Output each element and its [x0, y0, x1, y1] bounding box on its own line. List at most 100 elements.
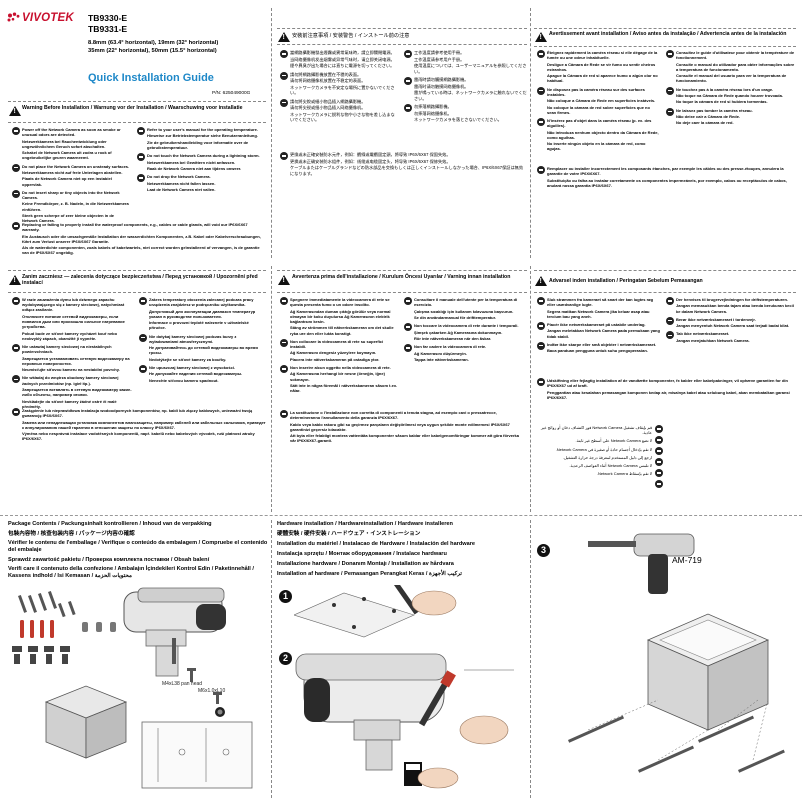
package-line-2: Vérifier le contenu de l'emballage / Ver…: [8, 540, 268, 553]
warning-icon-cjk: [278, 32, 290, 42]
warning-list-cjk-left: 當網路攝影機發出煙霧或異常氣味時，請立即關閉電源。当网络摄像机发出烟雾或异常气味…: [280, 50, 398, 126]
no-unsteady-icon: [12, 344, 20, 352]
lightning-icon: [137, 153, 145, 162]
no-smoke-icon: [12, 127, 20, 135]
step-3-badge: 3: [537, 544, 550, 557]
junction-box-illustration: [44, 685, 128, 759]
screw-set-icon: [18, 590, 76, 618]
vivotek-logo: VIVOTEK: [6, 12, 84, 26]
brand-name: VIVOTEK: [22, 12, 74, 24]
hardware-line-3: Instalacja sprzętu / Монтаж оборудования…: [277, 551, 447, 557]
no-drop-icon: [666, 107, 674, 116]
warning-list-pl-left: W razie zauważenia dymu lub dziwnego zap…: [12, 297, 132, 412]
waterproof-icon: [280, 410, 288, 418]
step-2-badge: 2: [279, 652, 292, 665]
warning-icon-it: [278, 275, 290, 285]
waterproof-icon: [12, 408, 20, 416]
package-line-4: Verifi care il contenuto della confezion…: [8, 566, 254, 579]
warning-title-it: Avvertenza prima dell'installazione / Ku…: [292, 274, 511, 280]
warning-title-da: Advarsel inden installation / Peringatan…: [549, 278, 703, 284]
no-smoke-icon: [537, 50, 545, 58]
drill-template-icon: [82, 622, 116, 632]
hardware-title: Hardware installation / Hardwareinstalla…: [277, 521, 453, 527]
warning-list-en-left: Power off the Network Camera as soon as …: [12, 127, 130, 226]
no-insert-icon: [12, 375, 20, 384]
waterproof-icon: [280, 152, 288, 160]
thermometer-icon: [137, 127, 145, 135]
package-line-3: Sprawdź zawartość pakietu / Проверка ком…: [8, 557, 210, 563]
drill-icon: [588, 533, 695, 594]
warning-icon-pl: [9, 275, 21, 285]
no-smoke-icon: [655, 425, 663, 433]
lightning-icon: [404, 323, 412, 332]
step-1-illustration: [294, 585, 457, 638]
no-insert-icon: [537, 341, 545, 350]
no-drop-icon: [655, 480, 663, 488]
no-insert-icon: [12, 189, 20, 198]
warranty-note-da: Udskiftning eller fejlagtig installation…: [537, 378, 795, 403]
warranty-note-cjk: 更換或未正確安裝防水元件，例如：纜線或電纜固定頭，將導致 IP6X/6X67 保…: [280, 152, 526, 179]
waterproof-cap-icon: [215, 707, 225, 717]
no-drop-icon: [666, 331, 674, 340]
no-unsteady-icon: [537, 86, 545, 95]
warning-list-fr-right: Consultez le guide d'utilisateur pour ob…: [666, 50, 796, 129]
bracket-label: AM-719: [672, 555, 702, 565]
lightning-icon: [404, 77, 412, 85]
warranty-note-it: La sostituzione o l'installazione non co…: [280, 410, 526, 447]
thermometer-icon: [666, 297, 674, 305]
thermometer-icon: [404, 50, 412, 58]
warning-icon-da: [535, 276, 547, 286]
step-3-illustration: [568, 533, 785, 773]
warning-list-en-right: Refer to your user's manual for the oper…: [137, 127, 265, 195]
small-screw-icon: [187, 668, 222, 704]
wall-plug-icon: [20, 620, 54, 638]
lightning-icon: [139, 333, 147, 342]
warning-list-da-right: Der henvises til brugervejledningen for …: [666, 297, 796, 346]
hardware-line-5: Installation af hardware / Pemasangan Pe…: [277, 571, 462, 577]
waterproof-icon: [537, 378, 545, 386]
warning-list-da-left: Sluk strømmen fra kameraet så snart der …: [537, 297, 660, 356]
no-insert-icon: [280, 364, 288, 373]
no-smoke-icon: [537, 297, 545, 305]
step-1-badge: 1: [279, 590, 292, 603]
warning-title-cjk: 安裝前注意事項 / 安装警告 / インストール前の注意: [292, 33, 410, 39]
warning-list-fr-left: Éteignez rapidement la caméra réseau si …: [537, 50, 660, 155]
warning-list-it-left: Spegnere immediatamente la videocamera d…: [280, 297, 398, 396]
no-drop-icon: [137, 174, 145, 183]
no-smoke-icon: [280, 297, 288, 305]
package-line-1: 包裝內容物 / 核查包装内容 / パッケージ内容の確認: [8, 531, 135, 537]
no-unsteady-icon: [280, 71, 288, 80]
warning-list-it-right: Consultare il manuale dell'utente per la…: [404, 297, 526, 365]
no-insert-icon: [655, 447, 663, 455]
package-contents-illustration: M4xL38 pan head M6x1.0xL10: [12, 587, 253, 789]
anchor-screw-icon: [568, 715, 785, 773]
thermometer-icon: [139, 297, 147, 305]
no-drop-icon: [139, 364, 147, 373]
step-2-illustration: [295, 653, 514, 789]
no-smoke-icon: [280, 50, 288, 58]
bullet-camera-illustration: [123, 587, 226, 677]
no-unsteady-icon: [280, 338, 288, 347]
thermometer-icon: [404, 297, 412, 305]
hardware-line-4: Installazione hardware / Donanım Montajı…: [277, 561, 454, 567]
hardware-line-1: 硬體安裝 / 硬件安装 / ハードウェア・インストレーション: [277, 531, 421, 537]
warning-list-arabic: قم بإيقاف تشغيل Network Camera فور اكتشا…: [541, 425, 652, 477]
hand-icon: [411, 590, 457, 616]
screw-label-2: M6x1.0xL10: [198, 688, 225, 694]
lightning-icon: [666, 86, 674, 95]
no-insert-icon: [537, 117, 545, 126]
no-drop-icon: [404, 344, 412, 353]
hardware-line-2: Installation du matériel / Instalacao de…: [277, 541, 476, 547]
thermometer-icon: [666, 50, 674, 58]
model-name-1: TB9330-E: [88, 13, 128, 23]
waterproof-icon: [537, 166, 545, 174]
qig-title: Quick Installation Guide: [88, 72, 214, 84]
package-title: Package Contents / Packungsinhalt kontro…: [8, 521, 212, 527]
warning-title-en: Warning Before Installation / Warnung vo…: [22, 105, 243, 111]
part-number: P/N: 625049000G: [212, 91, 251, 96]
hand-icon: [417, 715, 509, 789]
warning-title-fr: Avertissement avant installation / Aviso…: [549, 31, 787, 37]
no-unsteady-icon: [12, 163, 20, 172]
lightning-icon: [655, 469, 663, 477]
no-unsteady-icon: [537, 322, 545, 330]
